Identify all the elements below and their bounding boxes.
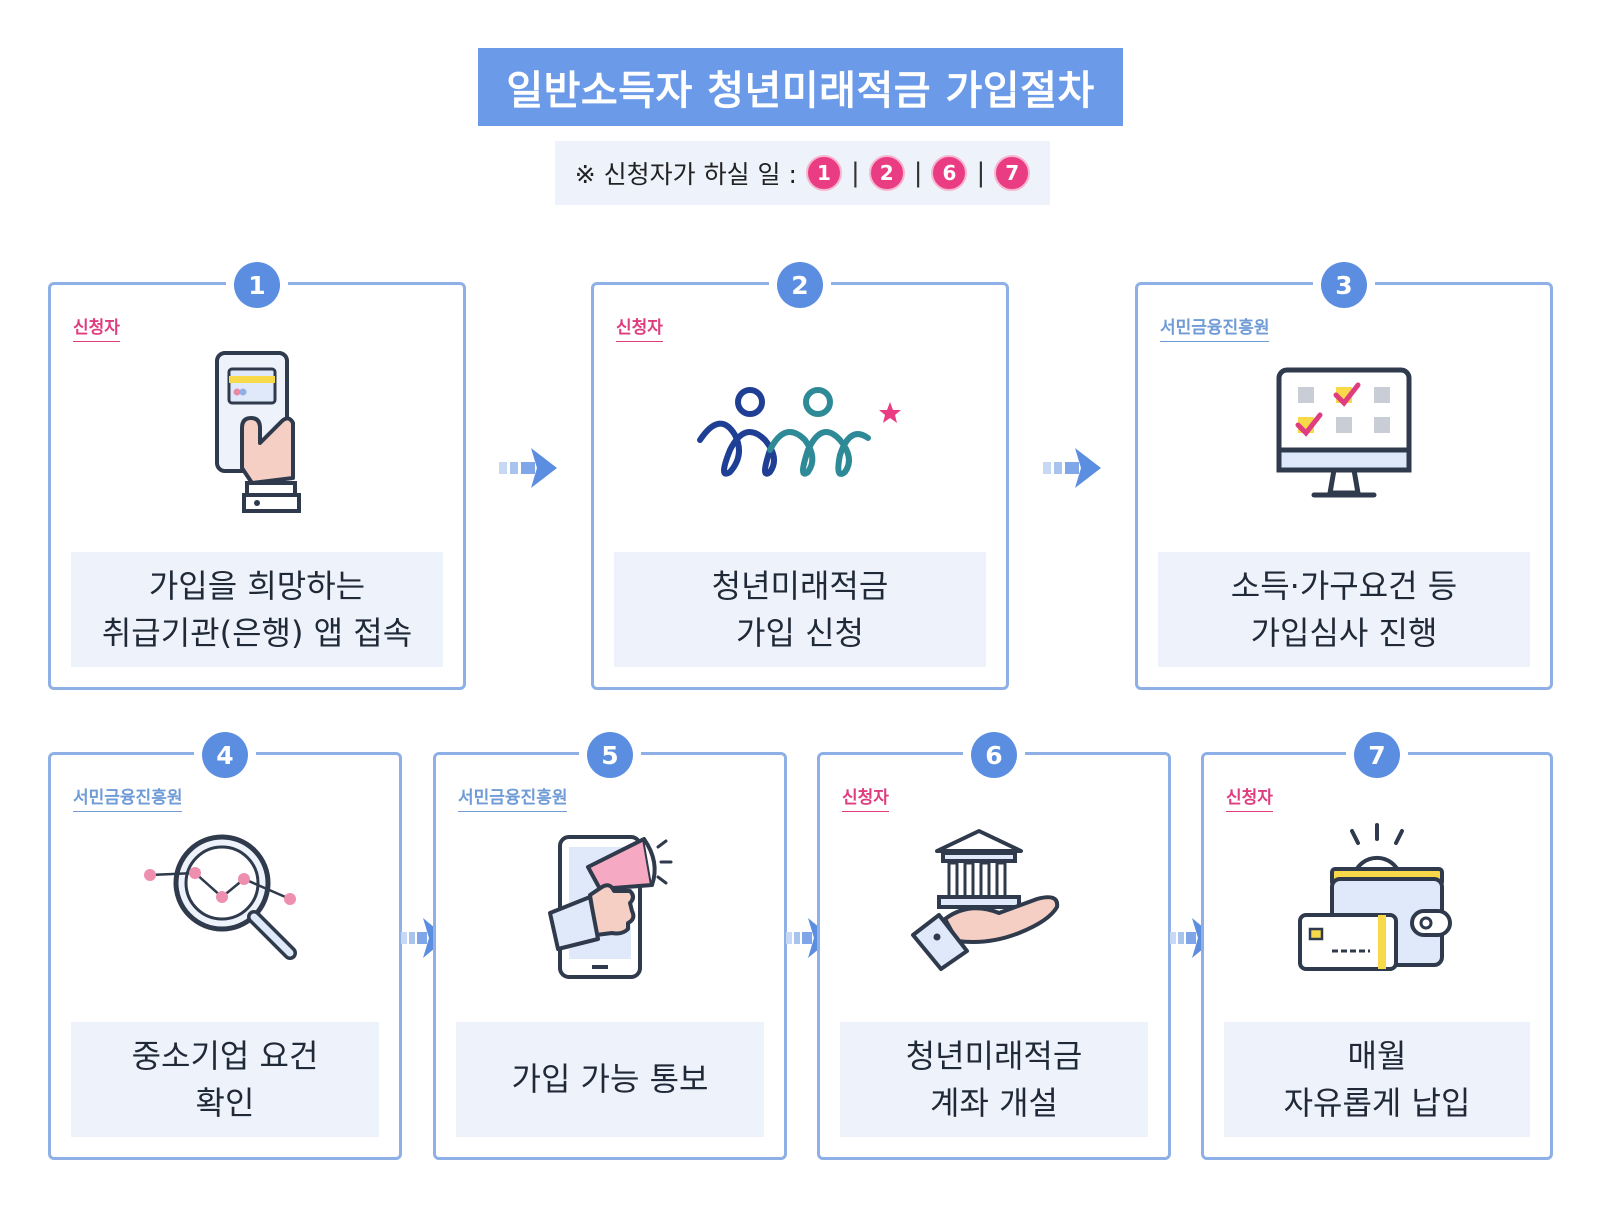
step-badge: 7 [1346,729,1408,781]
step-card-2: 2 신청자 청년미래적금 가입 신청 [591,259,1009,690]
description-line: 확인 [195,1083,255,1122]
description-line: 가입을 희망하는 [148,567,366,606]
step-number: 7 [1354,732,1400,778]
role-label: 신청자 [616,319,663,342]
description-line: 매월 [1347,1037,1407,1076]
step-badge: 1 [226,259,288,311]
step-description: 가입을 희망하는 취급기관(은행) 앱 접속 [71,552,443,667]
youth-future-logo-icon [697,387,901,477]
description-line: 중소기업 요건 [131,1037,319,1076]
step-card-4: 4 서민금융진흥원 중소기업 요건 확인 [48,729,402,1160]
role-label: 신청자 [73,319,120,342]
step-number: 3 [1321,262,1367,308]
role-label: 서민금융진흥원 [458,789,568,812]
step-description: 가입 가능 통보 [456,1022,764,1137]
step-description: 청년미래적금 계좌 개설 [840,1022,1148,1137]
step-card-1: 1 신청자 가입을 희망하는 취급기관(은행) 앱 접속 [48,259,466,690]
magnifier-chart-icon [144,834,297,960]
step-number: 2 [777,262,823,308]
step-badge: 2 [769,259,831,311]
description-line: 가입심사 진행 [1250,613,1438,652]
step-badge: 4 [194,729,256,781]
step-badge: 5 [579,729,641,781]
description-line: 청년미래적금 [711,567,889,606]
step-card-6: 6 신청자 청년미래적금 계좌 개설 [817,729,1171,1160]
step-number: 1 [234,262,280,308]
task-pill-6: 6 [931,155,968,191]
step-number: 6 [971,732,1017,778]
monitor-checklist-icon [1276,367,1412,498]
note-prefix: ※ 신청자가 하실 일 : [574,160,797,189]
description-line: 가입 신청 [736,613,864,652]
step-description: 청년미래적금 가입 신청 [614,552,986,667]
step-card-5: 5 서민금융진흥원 가입 가능 통보 [433,729,787,1160]
step-badge: 3 [1313,259,1375,311]
step-description: 매월 자유롭게 납입 [1224,1022,1530,1137]
role-label: 서민금융진흥원 [1160,319,1270,342]
note-separator: | [976,158,986,188]
step-card-3: 3 서민금융진흥원 소득·가구요건 등 가입심사 진행 [1135,259,1553,690]
task-pill-1: 1 [805,155,842,191]
phone-card-hand-icon [215,351,301,513]
description-line: 계좌 개설 [930,1083,1058,1122]
description-line: 청년미래적금 [905,1037,1083,1076]
role-label: 서민금융진흥원 [73,789,183,812]
note-separator: | [850,158,860,188]
step-number: 4 [202,732,248,778]
step-description: 소득·가구요건 등 가입심사 진행 [1158,552,1530,667]
megaphone-phone-icon [548,835,673,979]
arrow-right-icon [1043,448,1101,488]
bank-hand-icon [911,829,1060,971]
step-card-7: 7 신청자 매월 자유롭게 납입 [1201,729,1553,1160]
arrow-right-icon [499,448,557,488]
role-label: 신청자 [1226,789,1273,812]
role-label: 신청자 [842,789,889,812]
step-badge: 6 [963,729,1025,781]
wallet-coin-card-icon [1298,823,1452,971]
description-line: 자유롭게 납입 [1283,1083,1471,1122]
task-pill-7: 7 [994,155,1031,191]
applicant-tasks-note: ※ 신청자가 하실 일 : 1 | 2 | 6 | 7 [555,141,1050,205]
description-line: 소득·가구요건 등 [1230,567,1458,606]
description-line: 가입 가능 통보 [511,1060,709,1099]
page-title-text: 일반소득자 청년미래적금 가입절차 [506,68,1095,114]
step-description: 중소기업 요건 확인 [71,1022,379,1137]
step-number: 5 [587,732,633,778]
note-separator: | [913,158,923,188]
description-line: 취급기관(은행) 앱 접속 [101,613,413,652]
page-title: 일반소득자 청년미래적금 가입절차 [478,48,1123,126]
task-pill-2: 2 [868,155,905,191]
